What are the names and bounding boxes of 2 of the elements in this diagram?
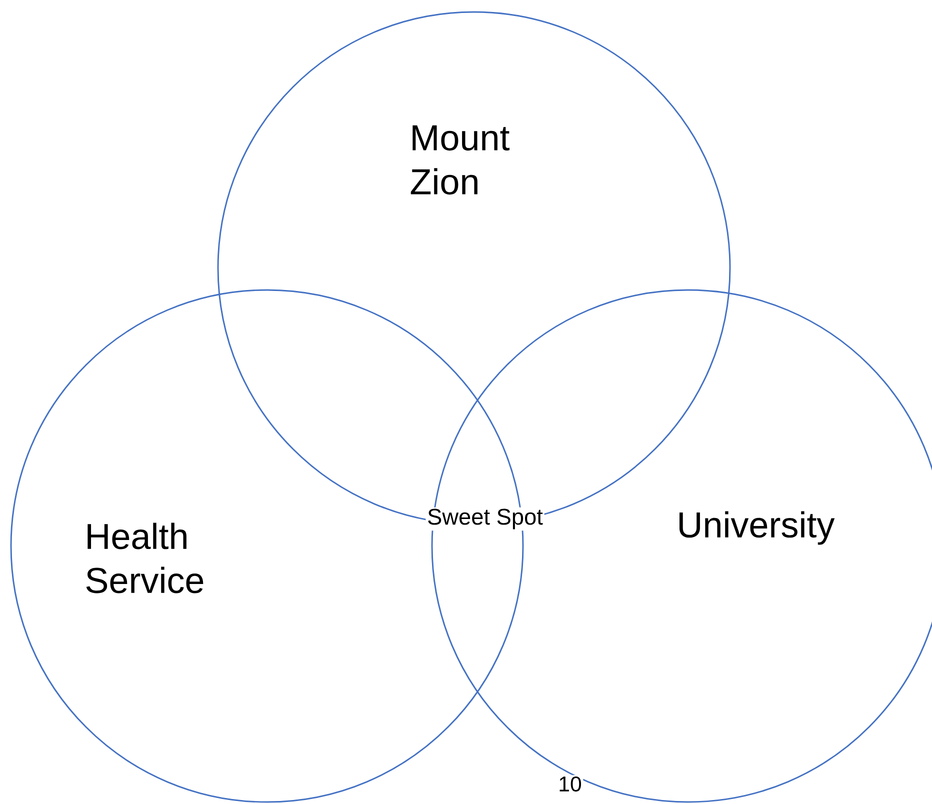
page-number: 10: [556, 775, 584, 793]
region-label: Sweet Spot: [426, 507, 544, 531]
